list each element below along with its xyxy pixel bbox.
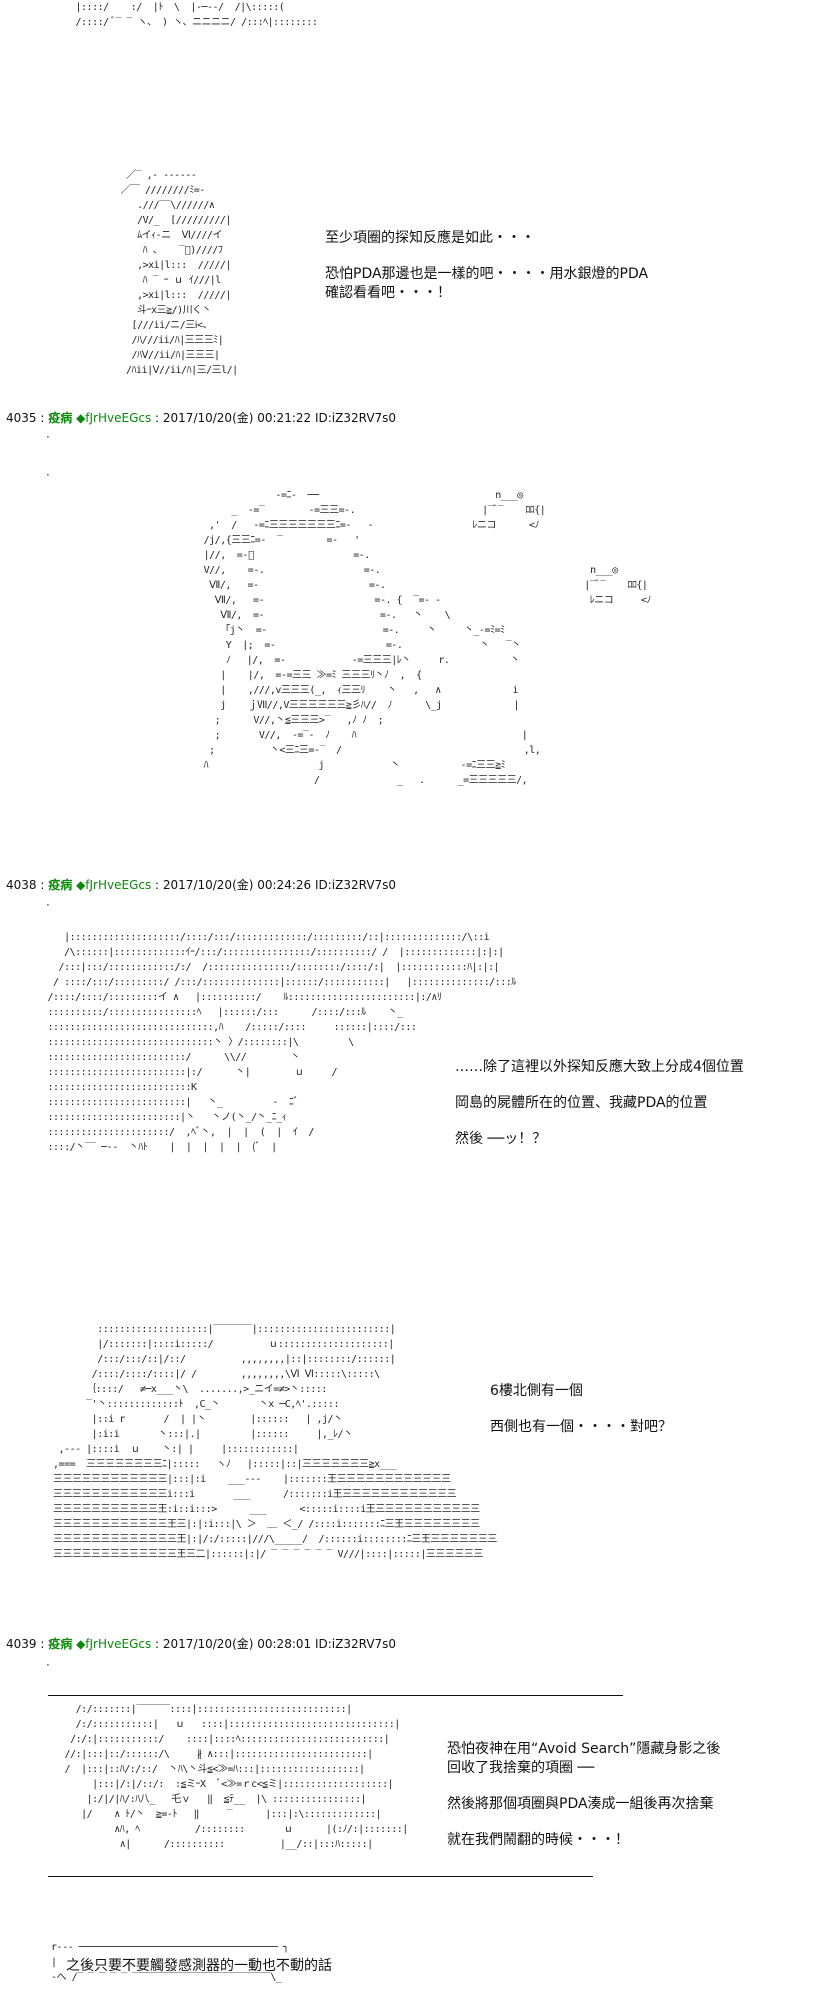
panel-top-rule: [48, 1695, 623, 1696]
poster-name[interactable]: 疫病: [48, 1637, 73, 1651]
ascii-art-scene-4: ::::::::::::::::::::|‾‾‾‾‾‾‾|:::::::::::…: [53, 1324, 497, 1560]
dialogue-line: ……除了這裡以外探知反應大致上分成4個位置: [455, 1059, 744, 1075]
dialogue-line: 恐怕夜神在用“Avoid Search”隱藏身影之後: [447, 1741, 721, 1757]
bullet-dot: ·: [46, 898, 50, 912]
post-date: 2017/10/20(金) 00:24:26: [162, 878, 312, 892]
bullet-dot: ·: [46, 468, 50, 482]
speech-bubble-text: 之後只要不要觸發感測器的一動也不動的話: [66, 1958, 332, 1974]
post-id: ID:iZ32RV7s0: [314, 1637, 397, 1651]
dialogue-line: 西側也有一個・・・・對吧？: [490, 1419, 672, 1435]
bullet-dot: ·: [46, 1658, 50, 1672]
poster-trip: ◆fJrHveEGcs: [76, 1637, 152, 1651]
post-number: 4039: [6, 1637, 37, 1651]
post-separator: :: [151, 411, 163, 425]
poster-trip: ◆fJrHveEGcs: [76, 878, 152, 892]
poster-name[interactable]: 疫病: [48, 878, 73, 892]
dialogue-line: 然後 ──ッ！？: [455, 1131, 547, 1147]
post-header: 4039 : 疫病 ◆fJrHveEGcs : 2017/10/20(金) 00…: [6, 1635, 396, 1652]
dialogue-line: 然後將那個項圈與PDA湊成一組後再次捨棄: [447, 1796, 714, 1812]
post-date: 2017/10/20(金) 00:21:22: [162, 411, 312, 425]
post-number: 4035: [6, 411, 37, 425]
post-date: 2017/10/20(金) 00:28:01: [162, 1637, 312, 1651]
dialogue-line: 回收了我捨棄的項圈 ──: [447, 1760, 595, 1776]
dialogue-line: 就在我們鬧翻的時候・・・！: [447, 1832, 629, 1848]
ascii-art-top-fragment: |::::/ :/ |ﾄ \ |-─-‐/ /|\:::::( /::::/ ﾞ…: [75, 2, 318, 28]
post-id: ID:iZ32RV7s0: [314, 411, 397, 425]
post-separator: :: [36, 1637, 49, 1651]
panel-bottom-rule: [48, 1876, 593, 1877]
post-separator: :: [36, 411, 49, 425]
poster-trip: ◆fJrHveEGcs: [76, 411, 152, 425]
ascii-art-scene-2: -=ﾆ- ── n___◎ _ -=‾ -=三三=-. |‾ﾞ‾ ﾛﾛ{| ,'…: [203, 490, 652, 786]
ascii-art-scene-3: |::::::::::::::::::::/::::/:::/:::::::::…: [47, 932, 517, 1153]
poster-name[interactable]: 疫病: [48, 411, 73, 425]
dialogue-line: 至少項圈的探知反應是如此・・・: [325, 230, 535, 246]
post-id: ID:iZ32RV7s0: [314, 878, 397, 892]
post-header: 4038 : 疫病 ◆fJrHveEGcs : 2017/10/20(金) 00…: [6, 876, 396, 893]
dialogue-line: 岡島的屍體所在的位置、我藏PDA的位置: [455, 1095, 708, 1111]
bullet-dot: ·: [46, 430, 50, 444]
post-separator: :: [151, 878, 163, 892]
post-separator: :: [151, 1637, 163, 1651]
dialogue-line: 6樓北側有一個: [490, 1383, 583, 1399]
speech-bubble-frame: r‐-- ───────────────────────────────────…: [51, 1942, 305, 1983]
post-separator: :: [36, 878, 49, 892]
dialogue-line: 確認看看吧・・・！: [325, 285, 451, 301]
post-number: 4038: [6, 878, 37, 892]
dialogue-line: 恐怕PDA那邊也是一樣的吧・・・・用水銀燈的PDA: [325, 266, 649, 282]
post-header: 4035 : 疫病 ◆fJrHveEGcs : 2017/10/20(金) 00…: [6, 409, 396, 426]
ascii-art-figure-1: ／‾ ,- ------ ／￣ ////////ﾐ=- .///‾‾\/////…: [120, 170, 239, 376]
ascii-art-scene-5: /:/:::::::|‾‾‾‾‾‾::::|::::::::::::::::::…: [64, 1704, 409, 1850]
